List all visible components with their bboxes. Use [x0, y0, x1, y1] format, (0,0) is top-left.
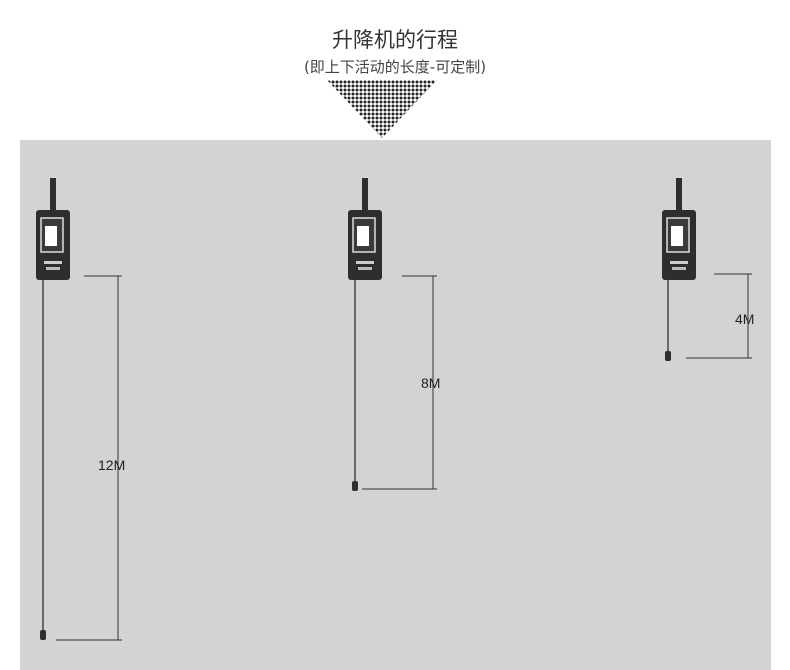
dimension-4m	[686, 273, 752, 359]
down-arrow-icon	[327, 80, 437, 138]
hoist-unit-12m	[36, 178, 70, 640]
diagram-panel	[20, 140, 771, 670]
travel-label-8m: 8M	[421, 375, 440, 391]
page-subtitle: (即上下活动的长度-可定制)	[303, 58, 487, 76]
travel-label-4m: 4M	[735, 311, 754, 327]
dimension-12m	[56, 275, 122, 641]
travel-label-12m: 12M	[98, 457, 125, 473]
page-title: 升降机的行程	[332, 28, 458, 52]
dimension-8m	[362, 275, 437, 490]
hoist-unit-8m	[348, 178, 382, 491]
hoist-unit-4m	[662, 178, 696, 361]
